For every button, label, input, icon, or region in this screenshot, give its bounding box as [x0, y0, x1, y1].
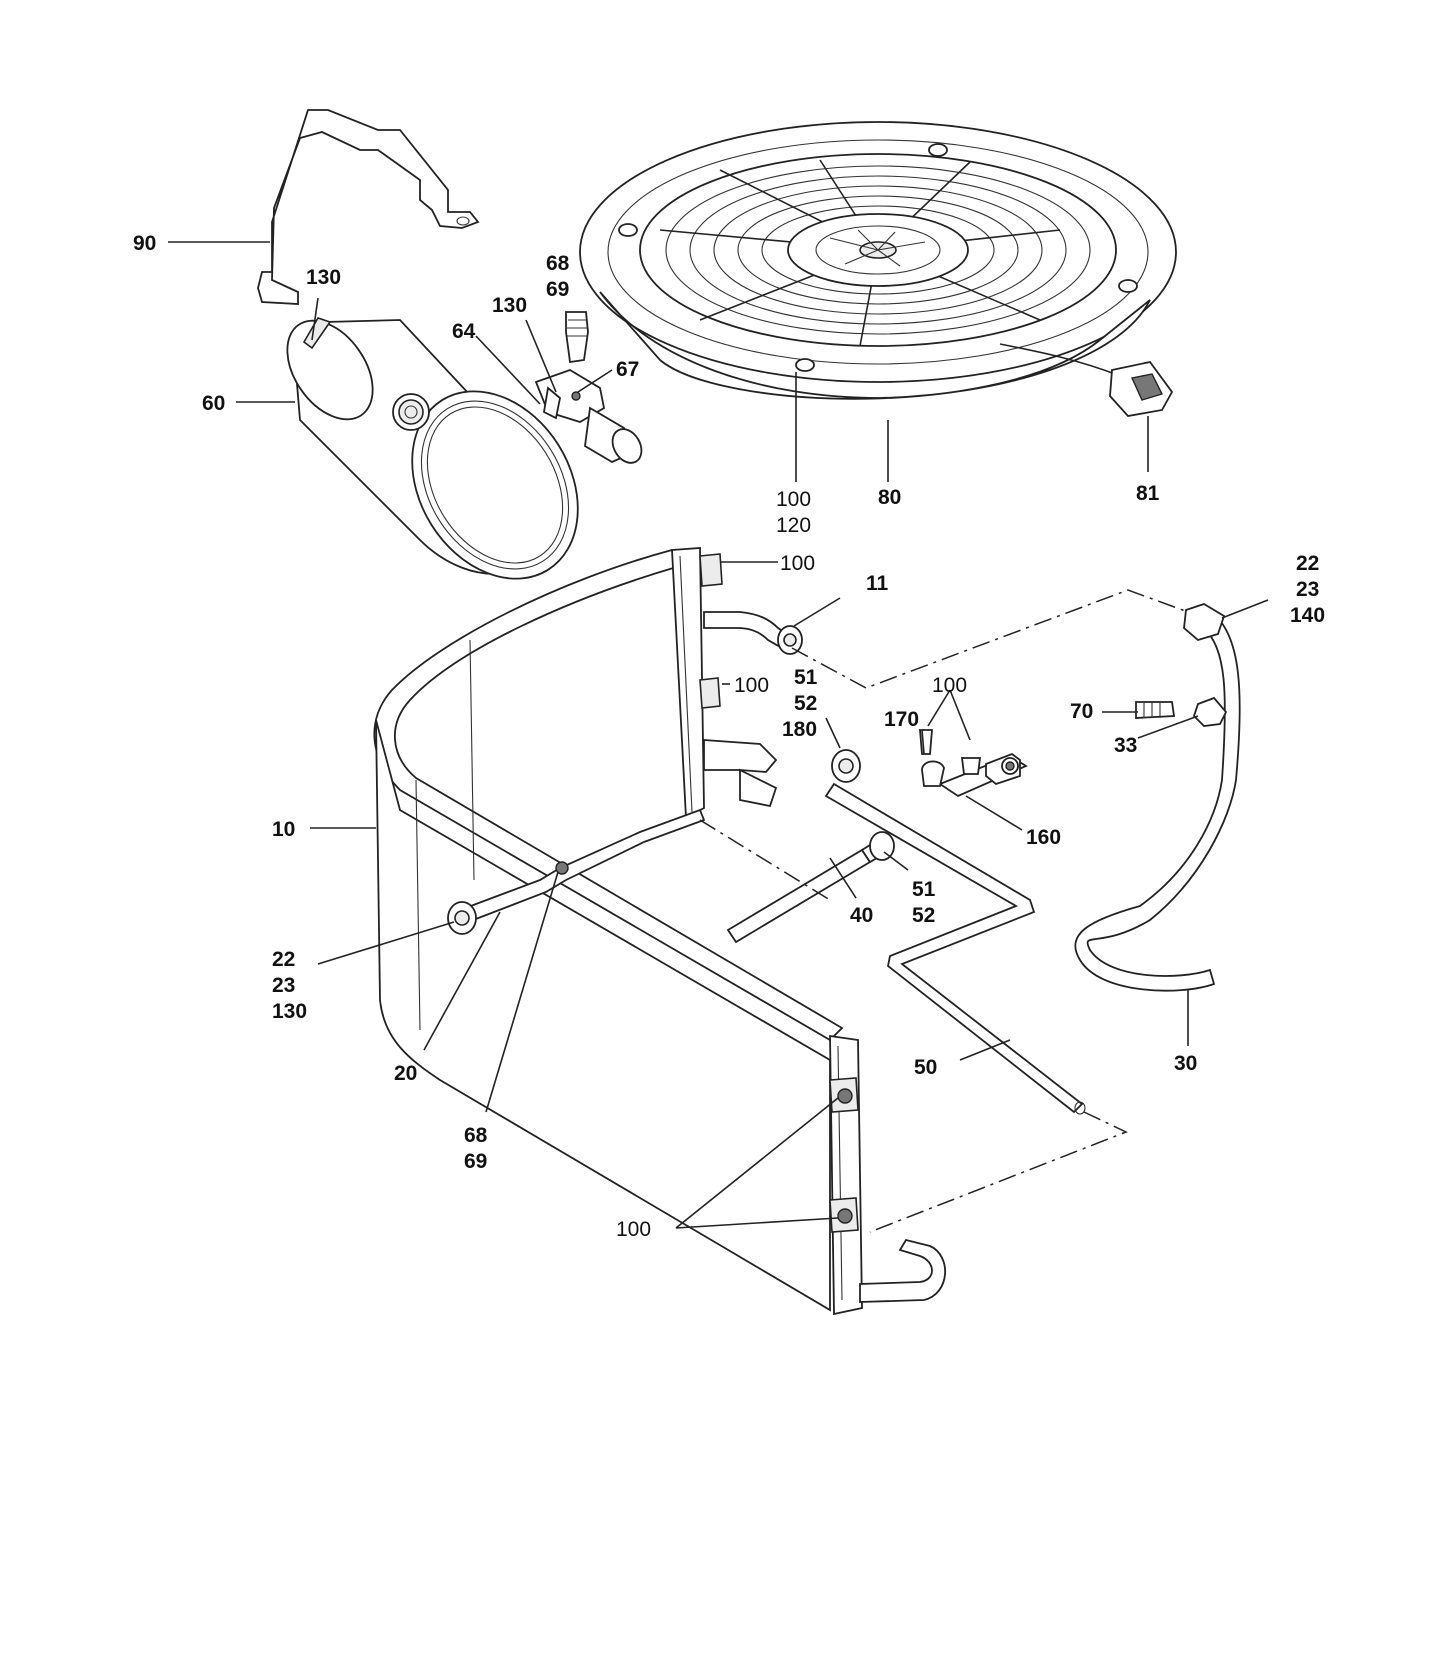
connection-lines — [699, 589, 1189, 1233]
hose-20 — [447, 808, 706, 935]
callout-130-left: 130 — [272, 1000, 307, 1023]
callout-90: 90 — [133, 232, 156, 255]
callout-100-bracket: 100 — [932, 674, 967, 697]
callout-180: 180 — [782, 718, 817, 741]
callout-64: 64 — [452, 320, 476, 343]
callout-51-upper: 51 — [794, 666, 818, 689]
callout-100-header-mid: 100 — [734, 674, 769, 697]
leader-lines — [168, 241, 1269, 1229]
callout-130-valve: 130 — [492, 294, 527, 317]
callout-120: 120 — [776, 514, 811, 537]
callout-80: 80 — [878, 486, 901, 509]
callout-100-fan: 100 — [776, 488, 811, 511]
callout-10: 10 — [272, 818, 295, 841]
callout-67: 67 — [616, 358, 639, 381]
tube-40 — [726, 831, 895, 944]
callout-20: 20 — [394, 1062, 417, 1085]
callout-22-left: 22 — [272, 948, 295, 971]
callout-69-bottom: 69 — [464, 1150, 487, 1173]
callout-22-right: 22 — [1296, 552, 1319, 575]
callout-68-bottom: 68 — [464, 1124, 488, 1147]
callout-69-top: 69 — [546, 278, 569, 301]
mounting-bracket — [257, 109, 480, 305]
callout-100-header-top: 100 — [780, 552, 815, 575]
callout-labels: 90 130 68 69 130 64 67 60 100 120 80 81 … — [133, 232, 1325, 1241]
callout-81: 81 — [1136, 482, 1160, 505]
callout-51-lower: 51 — [912, 878, 936, 901]
callout-100-lower-header: 100 — [616, 1218, 651, 1241]
callout-50: 50 — [914, 1056, 937, 1079]
callout-33: 33 — [1114, 734, 1137, 757]
callout-40: 40 — [850, 904, 873, 927]
callout-23-left: 23 — [272, 974, 295, 997]
receiver-drier — [286, 317, 579, 580]
hose-30 — [1074, 603, 1241, 992]
callout-70: 70 — [1070, 700, 1093, 723]
callout-52-lower: 52 — [912, 904, 935, 927]
switch-bracket — [919, 729, 1028, 798]
callout-140: 140 — [1290, 604, 1325, 627]
callout-170: 170 — [884, 708, 919, 731]
callout-23-right: 23 — [1296, 578, 1319, 601]
callout-68-top: 68 — [546, 252, 570, 275]
tube-50 — [824, 749, 1086, 1115]
callout-30: 30 — [1174, 1052, 1197, 1075]
callout-130-drier-top: 130 — [306, 266, 341, 289]
condenser-core — [373, 547, 946, 1316]
callout-52-upper: 52 — [794, 692, 817, 715]
callout-11: 11 — [866, 572, 889, 595]
callout-160: 160 — [1026, 826, 1061, 849]
condenser-fan-assembly — [579, 121, 1177, 417]
callout-60: 60 — [202, 392, 225, 415]
